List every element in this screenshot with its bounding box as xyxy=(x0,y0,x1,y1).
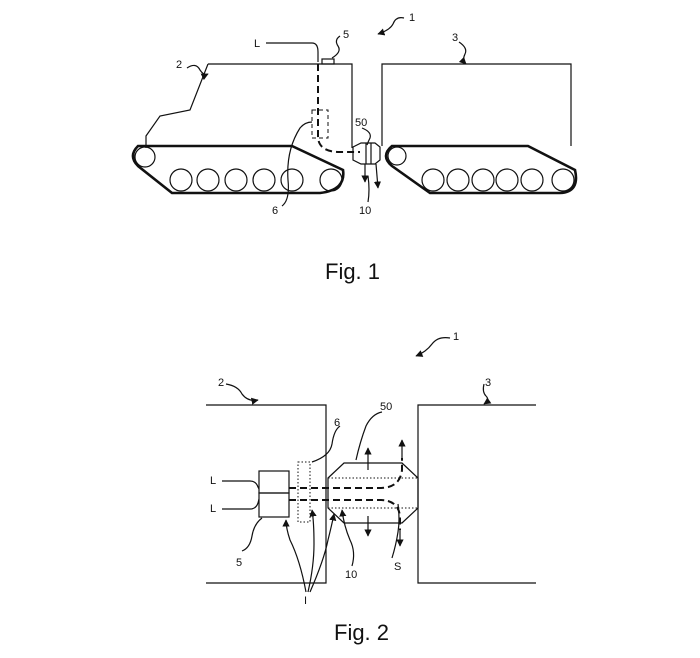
fig1-vehicle-3-body xyxy=(382,64,571,146)
fig1-vehicle-2-front-idler xyxy=(135,147,155,167)
fig2-label-L-top: L xyxy=(210,475,216,487)
fig1-label-50: 50 xyxy=(355,117,367,129)
fig1-leader-10 xyxy=(368,176,369,202)
fig1-vehicle-3-front-idler xyxy=(388,147,406,165)
fig1-line-L-dashed xyxy=(318,64,360,152)
fig2-component-5-top xyxy=(259,471,289,493)
fig2-leader-S xyxy=(392,504,399,558)
fig1-label-6: 6 xyxy=(272,205,278,217)
fig2-label-50: 50 xyxy=(380,401,392,413)
fig2-label-I: I xyxy=(304,595,307,607)
fig2-label-10: 10 xyxy=(345,569,357,581)
fig2-label-5: 5 xyxy=(236,557,242,569)
fig2-diagram: 1 2 3 6 50 L L 5 10 S I Fig. 2 xyxy=(206,331,536,645)
fig1-leader-5 xyxy=(332,36,340,58)
fig1-label-2: 2 xyxy=(176,59,182,71)
fig2-label-S: S xyxy=(394,561,401,573)
fig2-label-1: 1 xyxy=(453,331,459,343)
fig1-leader-1 xyxy=(378,18,404,34)
fig2-coupling-50 xyxy=(328,463,418,523)
fig2-label-L-bottom: L xyxy=(210,503,216,515)
fig2-vehicle-2-body xyxy=(206,405,326,583)
fig1-label-5: 5 xyxy=(343,29,349,41)
fig2-label-6: 6 xyxy=(334,417,340,429)
fig2-vehicle-3-body xyxy=(418,405,536,583)
fig2-line-L-bottom xyxy=(222,499,259,509)
fig1-caption: Fig. 1 xyxy=(325,259,380,284)
fig2-leader-I-2 xyxy=(308,510,314,592)
fig1-label-1: 1 xyxy=(409,12,415,24)
fig2-leader-10 xyxy=(342,510,354,566)
fig1-vehicle-2-body xyxy=(146,64,352,148)
fig1-label-L: L xyxy=(254,38,260,50)
fig2-leader-50 xyxy=(356,412,382,460)
fig2-caption: Fig. 2 xyxy=(334,620,389,645)
fig1-label-10: 10 xyxy=(359,205,371,217)
fig1-component-5 xyxy=(322,59,334,64)
fig2-leader-5 xyxy=(242,518,262,551)
fig1-component-6-box xyxy=(312,110,328,138)
fig2-leader-1 xyxy=(416,338,450,356)
fig2-component-5-bottom xyxy=(259,493,289,517)
fig1-leader-3 xyxy=(459,42,466,64)
fig1-arrow-down-2 xyxy=(376,164,378,188)
fig2-leader-I-1 xyxy=(286,520,306,592)
fig1-line-L-solid xyxy=(266,43,318,62)
fig2-component-6 xyxy=(298,462,310,522)
fig1-vehicle-2-road-wheels xyxy=(170,169,342,191)
fig2-label-3: 3 xyxy=(485,377,491,389)
fig2-line-L-top xyxy=(222,481,259,489)
fig1-vehicle-3-road-wheels xyxy=(422,169,574,191)
fig2-label-2: 2 xyxy=(218,377,224,389)
fig1-diagram: 1 2 3 5 L 6 50 10 Fig. 1 xyxy=(133,12,576,284)
fig2-leader-2 xyxy=(226,384,258,400)
fig1-label-3: 3 xyxy=(452,32,458,44)
